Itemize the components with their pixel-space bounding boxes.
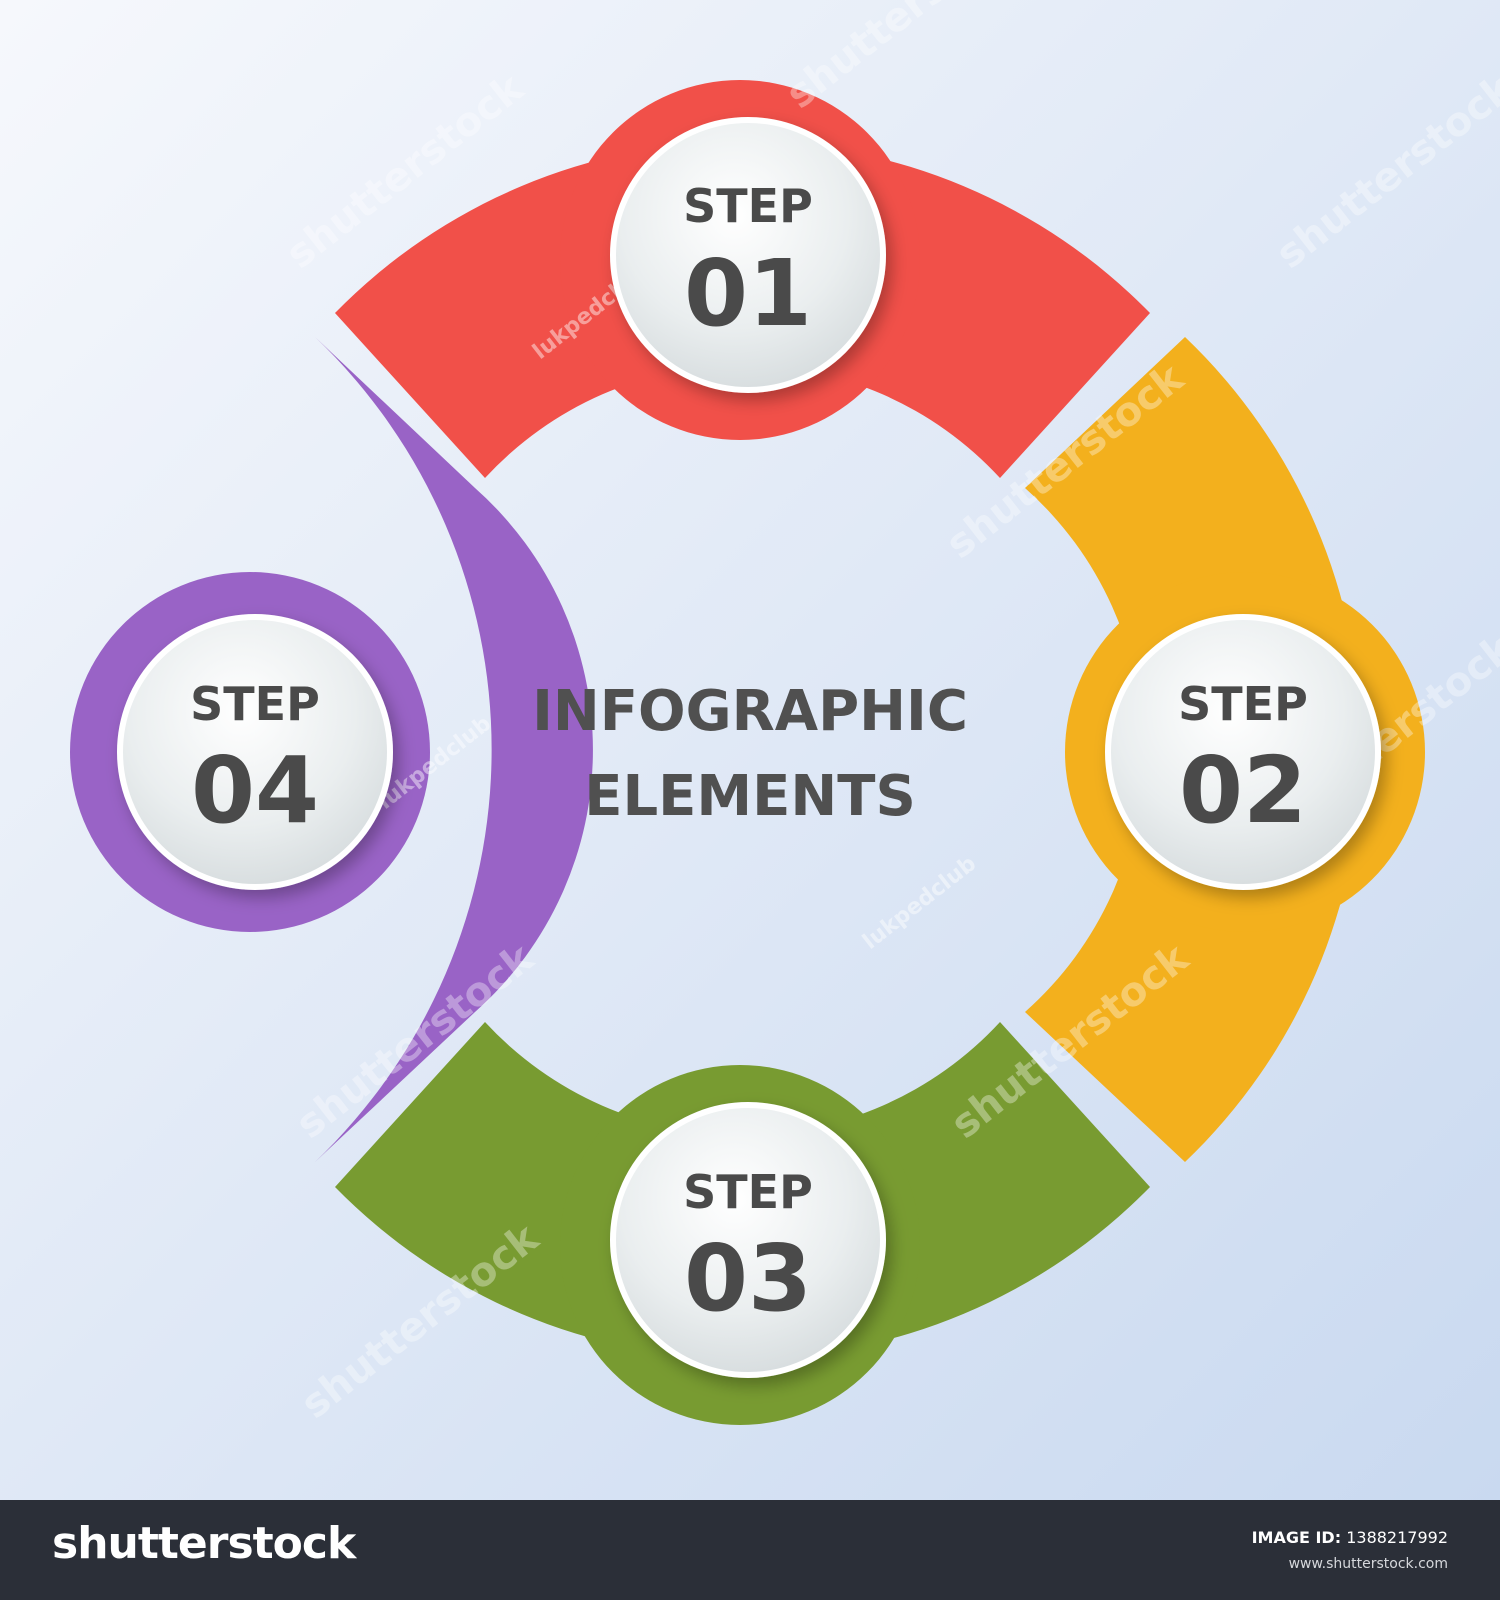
footer-image-id: IMAGE ID: 1388217992 [1252,1528,1448,1547]
step-2-disc [1105,614,1381,890]
step-1-disc [610,117,886,393]
step-2-label: STEP [1178,677,1308,731]
step-3-label: STEP [683,1165,813,1219]
footer-site-url: www.shutterstock.com [1288,1556,1448,1572]
center-title: INFOGRAPHIC ELEMENTS [532,679,968,829]
step-2-button: STEP 02 [1105,614,1381,890]
step-3-disc [610,1102,886,1378]
title-line-2: ELEMENTS [584,764,916,829]
step-4-disc [117,614,393,890]
step-4-button: STEP 04 [117,614,393,890]
image-id-label: IMAGE ID: [1251,1528,1342,1547]
step-1-number: 01 [684,240,812,347]
footer-bar: shutterstock IMAGE ID: 1388217992 www.sh… [0,1500,1500,1600]
step-4-label: STEP [190,677,320,731]
infographic-canvas: shutterstock shutterstock shutterstock s… [0,0,1500,1500]
step-3-button: STEP 03 [610,1102,886,1378]
title-line-1: INFOGRAPHIC [532,679,968,744]
step-2-number: 02 [1179,737,1307,844]
segment-step-4 [315,337,593,1162]
image-id-value: 1388217992 [1346,1528,1448,1547]
footer-brand-logo: shutterstock [52,1518,356,1569]
step-1-button: STEP 01 [610,117,886,393]
step-1-label: STEP [683,179,813,233]
step-3-number: 03 [684,1225,812,1332]
step-4-number: 04 [191,737,319,844]
